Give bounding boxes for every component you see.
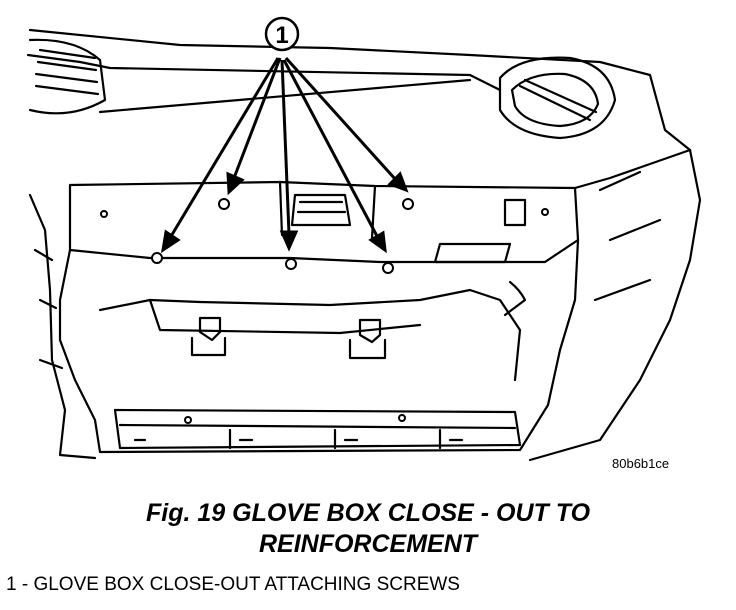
dash-upper-ridge (26, 53, 502, 92)
screw-2 (218, 198, 230, 210)
legend-item: 1 - GLOVE BOX CLOSE-OUT ATTACHING SCREWS (6, 574, 460, 595)
close-out-panel (58, 238, 580, 454)
screw-4 (382, 262, 394, 274)
left-side-pillar (28, 193, 97, 460)
close-out-inner (98, 288, 522, 382)
glove-box-diagram: 1 80b6b1ce (26, 16, 702, 471)
screw-heads (100, 198, 549, 424)
right-air-vent (498, 56, 617, 140)
right-side-support (528, 148, 702, 462)
left-air-vent (28, 38, 107, 115)
right-tab (358, 318, 382, 344)
callout-circle (264, 16, 300, 52)
screw-3 (285, 258, 297, 270)
figure-caption: Fig. 19 GLOVE BOX CLOSE - OUT TO REINFOR… (145, 499, 591, 558)
figure-code: 80b6b1ce (612, 456, 669, 471)
center-bracket (290, 193, 352, 227)
right-opening (433, 242, 512, 264)
leader-arrows (160, 56, 409, 254)
right-slot (503, 198, 527, 227)
screw-1 (151, 252, 163, 264)
bottom-trim-strip (113, 408, 522, 450)
dash-lower-ridge (98, 78, 472, 114)
left-tab (198, 316, 222, 342)
callout-number: 1 (275, 22, 288, 49)
reinforcement-inner-fold (278, 180, 284, 237)
screw-5 (402, 198, 414, 210)
reinforcement-panel (68, 180, 580, 264)
dash-top-outline (28, 28, 692, 152)
